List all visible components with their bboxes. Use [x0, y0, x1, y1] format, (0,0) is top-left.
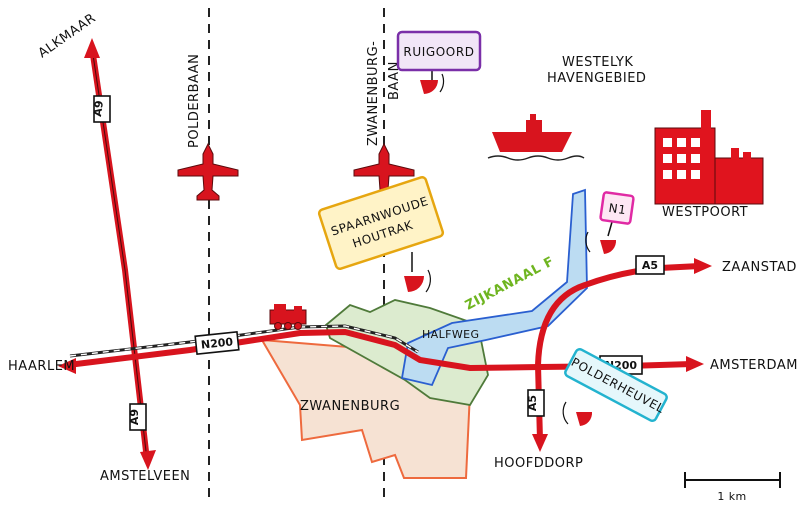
shield-a9-bottom: A9 — [128, 403, 147, 431]
label-zwanenburgbaan-2: BAAN — [387, 61, 402, 100]
ship-icon — [487, 114, 585, 161]
arrow-amstelveen — [140, 450, 156, 470]
label-halfweg: HALFWEG — [422, 328, 479, 341]
arrow-zaanstad — [694, 258, 712, 274]
svg-text:A5: A5 — [642, 259, 658, 272]
svg-text:1 km: 1 km — [717, 490, 746, 503]
station-n1: N1 — [585, 191, 635, 254]
svg-text:A5: A5 — [526, 395, 539, 411]
label-westpoort: WESTPOORT — [662, 205, 748, 220]
label-zaanstad: ZAANSTAD — [722, 260, 797, 275]
shield-a5-bottom: A5 — [526, 389, 545, 417]
svg-text:A9: A9 — [91, 100, 106, 118]
label-westelyk-1: WESTELYK — [562, 55, 633, 70]
railway-dashes — [69, 325, 419, 357]
label-haarlem: HAARLEM — [8, 359, 75, 374]
svg-text:A9: A9 — [128, 409, 141, 425]
arrow-haarlem — [58, 358, 76, 374]
arrow-alkmaar — [84, 38, 100, 58]
svg-text:RUIGOORD: RUIGOORD — [403, 45, 474, 59]
arrow-hoofddorp — [532, 434, 548, 452]
radar-icon — [576, 412, 593, 426]
svg-text:N200: N200 — [200, 335, 234, 351]
label-amstelveen: AMSTELVEEN — [100, 469, 190, 484]
scale-bar: 1 km — [684, 472, 781, 503]
radar-icon — [600, 240, 617, 254]
label-zwanenburgbaan-1: ZWANENBURG- — [366, 41, 381, 146]
station-spaarnwoude-houtrak: SPAARNWOUDE HOUTRAK — [317, 176, 445, 293]
airplane-icon — [177, 142, 239, 201]
label-amsterdam: AMSTERDAM — [710, 358, 798, 373]
zijkanaal-canal — [400, 188, 588, 387]
train-icon — [269, 304, 307, 330]
station-ruigoord: RUIGOORD — [396, 30, 482, 94]
radar-icon — [404, 276, 424, 292]
label-zwanenburg: ZWANENBURG — [300, 399, 400, 414]
shield-n200-left: N200 — [194, 330, 240, 356]
factory-icon — [654, 110, 764, 205]
label-polderbaan: POLDERBAAN — [187, 54, 202, 148]
shield-a5-top: A5 — [635, 255, 665, 275]
svg-text:N1: N1 — [608, 201, 628, 217]
label-westelyk-2: HAVENGEBIED — [547, 71, 646, 86]
label-hoofddorp: HOOFDDORP — [494, 456, 583, 471]
arrow-amsterdam — [686, 356, 704, 372]
shield-a9-top: A9 — [91, 95, 111, 123]
radar-icon — [420, 80, 438, 94]
